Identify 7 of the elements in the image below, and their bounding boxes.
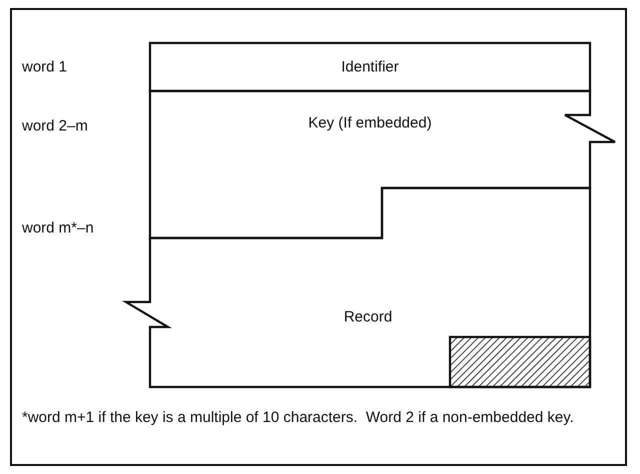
word-offset-label: word 2–m (22, 118, 88, 134)
field-name: Identifier (341, 58, 399, 76)
footnote: *word m+1 if the key is a multiple of 10 characters. Word 2 if a non-embedded key. (22, 408, 575, 427)
field-name: Key (If embedded) (308, 114, 432, 132)
word-offset-label: word 1 (22, 58, 68, 76)
word-offset-label: word m*–n (22, 220, 94, 236)
field-name: Record (344, 308, 392, 326)
